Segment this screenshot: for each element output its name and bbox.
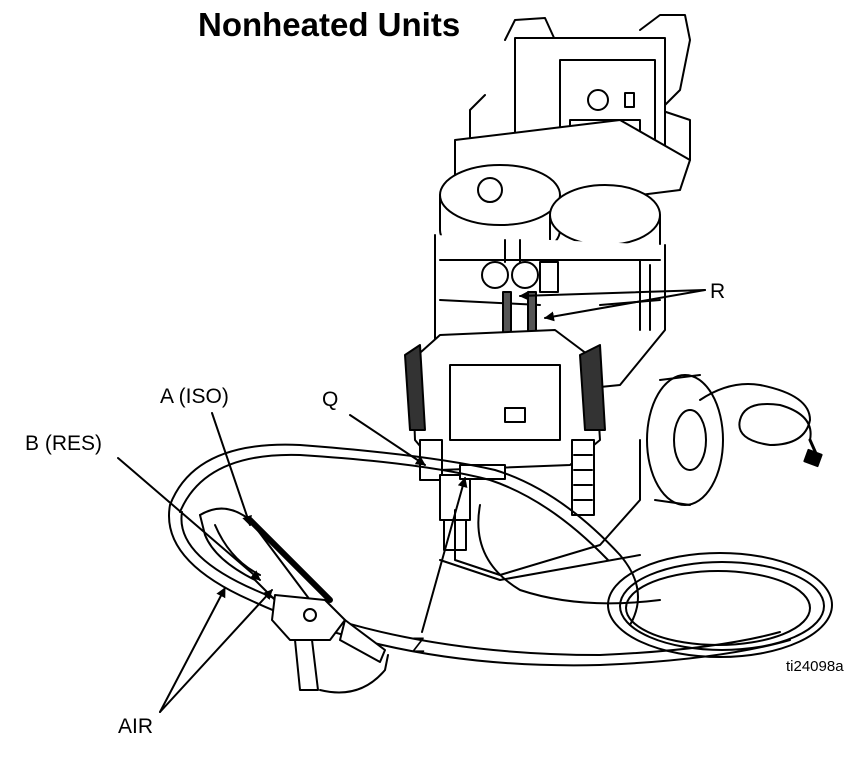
callout-b-res: B (RES) (25, 432, 103, 455)
callout-r: R (710, 280, 726, 303)
callout-air: AIR (118, 715, 154, 738)
figure-reference-number: ti24098a (786, 658, 844, 675)
power-cord (699, 383, 823, 468)
spray-gun (271, 594, 389, 694)
pressure-gauges (481, 239, 559, 293)
air-filter (439, 464, 506, 551)
pump-lowers (419, 439, 595, 516)
pump-housing (404, 329, 606, 471)
callout-q: Q (322, 388, 339, 411)
cart-wheel (646, 374, 724, 506)
figure-title: Nonheated Units (198, 6, 461, 43)
callout-leaders (117, 289, 706, 713)
hose-bundle (168, 443, 833, 667)
gun-hoses (199, 507, 333, 603)
callout-z: Z (412, 634, 425, 657)
callout-a-iso: A (ISO) (160, 385, 229, 408)
